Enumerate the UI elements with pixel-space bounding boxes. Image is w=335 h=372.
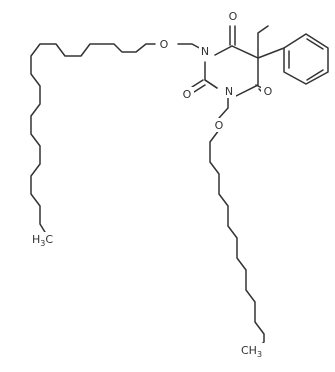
atom-o-carbonyl-mid: O	[183, 88, 192, 101]
atom-ch3-bottom: CH3	[241, 344, 262, 359]
co-mid-1	[191, 79, 204, 88]
atom-o-carbonyl-top: O	[229, 10, 238, 23]
atom-o-carbonyl-right: O	[264, 85, 273, 98]
ring-n3-c2	[204, 79, 218, 89]
dodecyl-chain-top	[30, 43, 156, 238]
atom-n-bottom: N	[225, 85, 233, 98]
phenyl-ring	[283, 33, 329, 85]
ring-upper-left	[214, 45, 233, 56]
atom-o-top-chain: O	[160, 38, 169, 51]
co-mid-2	[193, 84, 206, 93]
atom-n-top: N	[201, 45, 209, 58]
dodecyl-chain-bottom	[209, 129, 265, 351]
atom-h3c-top: H3C	[32, 233, 53, 248]
phenyl-double-3	[306, 69, 324, 81]
atom-labels: O N O O N O O H3C CH3	[30, 9, 275, 359]
bond-lines	[30, 25, 329, 351]
phenyl-double-2	[306, 38, 324, 50]
atom-o-bottom-chain: O	[215, 119, 224, 132]
ethyl-group	[257, 25, 269, 59]
n-ch2-o-bottom	[218, 96, 229, 119]
phenyl-link	[257, 47, 285, 59]
ring-c4-c5	[231, 45, 259, 97]
